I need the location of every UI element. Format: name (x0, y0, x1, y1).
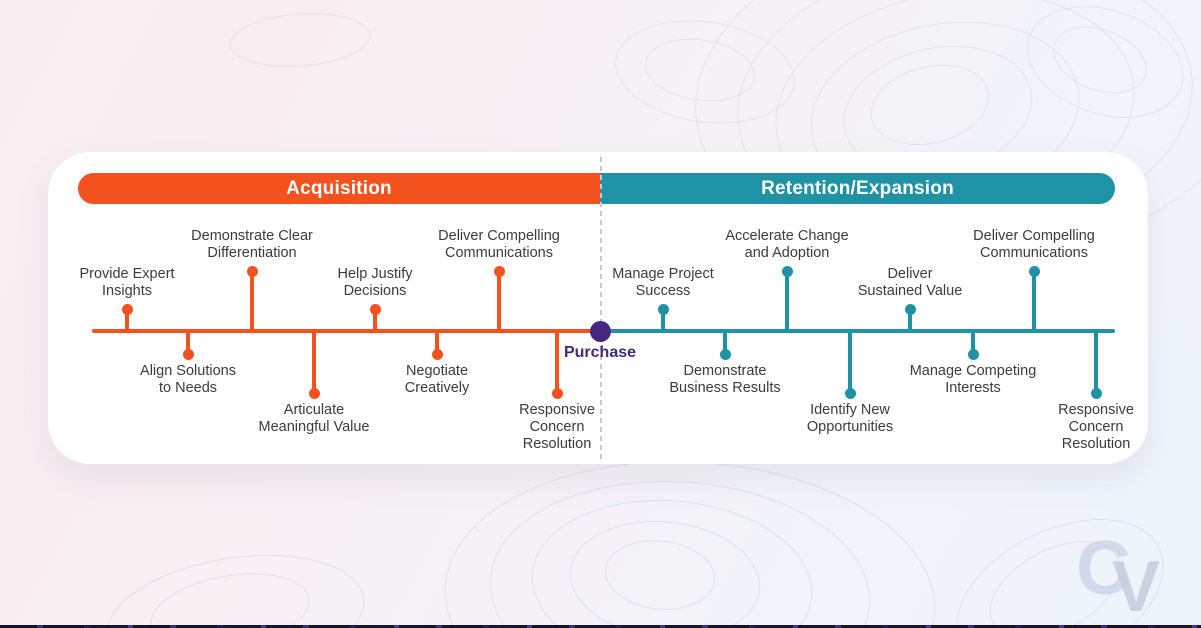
milestone-stem (723, 329, 727, 354)
milestone-dot (246, 265, 258, 277)
purchase-divider-dashed-line (599, 157, 602, 459)
milestone-stem (1032, 271, 1036, 333)
acquisition-header-label: Acquisition (286, 178, 392, 199)
milestone-dot (182, 348, 194, 360)
milestone-dot (844, 387, 856, 399)
milestone-label: Demonstrate Clear Differentiation (191, 228, 313, 261)
milestone-stem (312, 329, 316, 393)
milestone-stem (435, 329, 439, 354)
milestone-dot (657, 303, 669, 315)
timeline-card: Acquisition Retention/Expansion Provide … (48, 152, 1148, 464)
milestone-label: Demonstrate Business Results (669, 363, 781, 396)
milestone-stem (908, 309, 912, 333)
milestone-stem (186, 329, 190, 354)
milestone-label: Manage Project Success (612, 266, 714, 299)
milestone-dot (493, 265, 505, 277)
milestone-dot (431, 348, 443, 360)
acquisition-header-bar: Acquisition (78, 173, 600, 204)
milestone-dot (121, 303, 133, 315)
milestone-dot (1090, 387, 1102, 399)
milestone-dot (967, 348, 979, 360)
milestone-dot (719, 348, 731, 360)
milestone-label: Identify New Opportunities (806, 402, 894, 435)
retention-header-label: Retention/Expansion (761, 178, 954, 199)
acquisition-timeline-line (92, 328, 600, 334)
retention-timeline-line (600, 328, 1115, 334)
purchase-label: Purchase (563, 344, 637, 361)
milestone-stem (497, 271, 501, 333)
milestone-dot (308, 387, 320, 399)
milestone-stem (661, 309, 665, 333)
milestone-dot (1028, 265, 1040, 277)
milestone-label: Align Solutions to Needs (140, 363, 236, 396)
cv-logo-letter-c: C (1076, 526, 1131, 611)
purchase-point-dot (589, 320, 611, 342)
milestone-stem (848, 329, 852, 393)
milestone-stem (785, 271, 789, 333)
milestone-label: Negotiate Creatively (404, 363, 470, 396)
milestone-dot (781, 265, 793, 277)
milestone-stem (125, 309, 129, 333)
milestone-stem (971, 329, 975, 354)
cv-logo-letter-v: V (1112, 547, 1161, 627)
milestone-label: Deliver Compelling Communications (973, 228, 1095, 261)
milestone-label: Provide Expert Insights (79, 266, 175, 299)
milestone-label: Accelerate Change and Adoption (725, 228, 849, 261)
milestone-stem (555, 329, 559, 393)
milestone-label: Help Justify Decisions (337, 266, 413, 299)
milestone-stem (1094, 329, 1098, 393)
milestone-label: Manage Competing Interests (909, 363, 1037, 396)
milestone-stem (250, 271, 254, 333)
milestone-label: Responsive Concern Resolution (519, 402, 595, 452)
milestone-dot (551, 387, 563, 399)
milestone-dot (904, 303, 916, 315)
retention-header-bar: Retention/Expansion (600, 173, 1115, 204)
milestone-label: Articulate Meaningful Value (258, 402, 370, 435)
milestone-label: Deliver Compelling Communications (438, 228, 560, 261)
milestone-dot (369, 303, 381, 315)
milestone-stem (373, 309, 377, 333)
milestone-label: Deliver Sustained Value (857, 266, 963, 299)
bottom-border-line (0, 625, 1201, 628)
milestone-label: Responsive Concern Resolution (1058, 402, 1134, 452)
